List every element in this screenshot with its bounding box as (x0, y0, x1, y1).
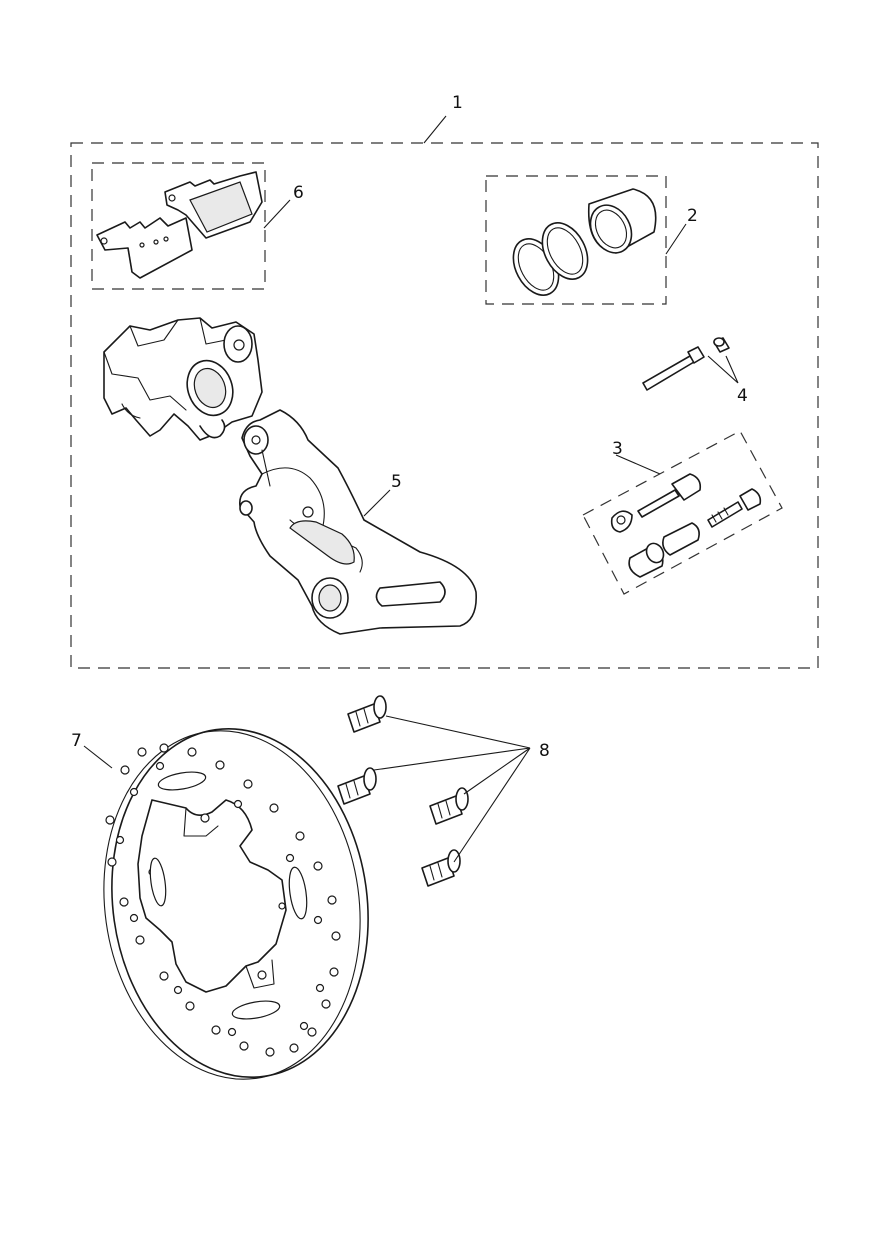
disc-bolt-2 (337, 767, 377, 805)
piston-seal-kit (512, 188, 657, 296)
disc-bolt-4 (421, 849, 461, 887)
callout-8: 8 (539, 741, 550, 761)
callout-6: 6 (293, 183, 304, 203)
callout-2: 2 (687, 206, 698, 226)
leader-lines (83, 115, 739, 863)
slide-pin-kit (610, 473, 762, 578)
disc-bolt-1 (347, 695, 387, 733)
kit-group-box (70, 142, 819, 669)
pin-kit-group-box (582, 430, 783, 595)
callout-1: 1 (452, 93, 463, 113)
callout-7: 7 (71, 731, 82, 751)
callouts: 1 2 3 4 5 6 7 8 (71, 93, 748, 761)
brake-disc (103, 728, 369, 1080)
pad-pin-and-plug (642, 337, 730, 391)
caliper-carrier-bracket (239, 409, 477, 635)
caliper-body (103, 317, 263, 441)
callout-5: 5 (391, 472, 402, 492)
disc-bolts (337, 695, 469, 887)
seal-group-box (485, 175, 667, 305)
callout-4: 4 (737, 386, 748, 406)
pad-group-box (91, 162, 266, 290)
brake-pad-set (96, 171, 263, 279)
callout-3: 3 (612, 439, 623, 459)
disc-bolt-3 (429, 787, 469, 825)
